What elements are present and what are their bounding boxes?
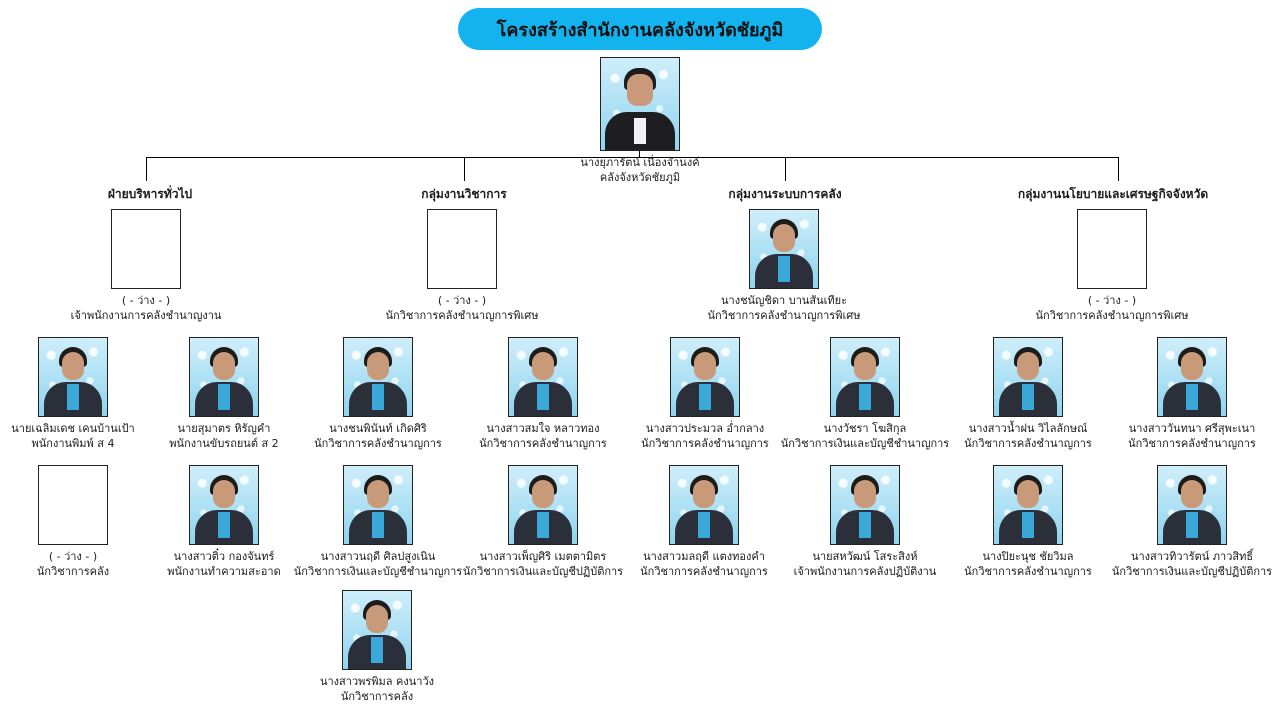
member-card: นางสาวติ๋ว กองจันทร์ พนักงานทำความสะอาด [134,465,314,579]
group-heading-policy: กลุ่มงานนโยบายและเศรษฐกิจจังหวัด [1017,187,1209,201]
member-name: นายสหวัฒน์ โสระสิงห์ [812,550,918,563]
member-card: นางสาววันทนา ศรีสุพะเนา นักวิชาการคลังชำ… [1102,337,1280,451]
member-card: นางสาวมลฤดี แตงทองคำ นักวิชาการคลังชำนาญ… [614,465,794,579]
member-position: นักวิชาการคลังชำนาญการ [640,565,768,578]
connector-group-3 [785,157,786,181]
member-position: นักวิชาการคลังชำนาญการ [1128,437,1256,450]
member-photo [189,337,259,417]
lead-card-academic: ( - ว่าง - ) นักวิชาการคลังชำนาญการพิเศษ [372,209,552,323]
vacant-photo [427,209,497,289]
member-name: นางสาวน้ำฝน วิไลลักษณ์ [968,422,1088,435]
member-photo [1157,337,1227,417]
member-card: นางสาวประมวล อ่ำกลาง นักวิชาการคลังชำนาญ… [615,337,795,451]
member-photo [669,465,739,545]
member-card: นางสาวทิวารัตน์ ภาวสิทธิ์ นักวิชาการเงิน… [1102,465,1280,579]
member-position: นักวิชาการคลังชำนาญการ [964,565,1092,578]
member-position: นักวิชาการคลังชำนาญการ [641,437,769,450]
member-position: นักวิชาการคลังชำนาญการ [314,437,442,450]
member-position: นักวิชาการคลังชำนาญการ [964,437,1092,450]
group-heading-admin: ฝ่ายบริหารทั่วไป [107,187,193,201]
member-position: นักวิชาการเงินและบัญชีชำนาญการ [293,565,463,578]
member-position: นักวิชาการเงินและบัญชีปฏิบัติการ [462,565,624,578]
member-photo [670,337,740,417]
lead-position: นักวิชาการคลังชำนาญการพิเศษ [385,309,539,322]
lead-name: ( - ว่าง - ) [121,294,171,307]
member-card: นางชนพินันท์ เกิดศิริ นักวิชาการคลังชำนา… [288,337,468,451]
member-position: พนักงานขับรถยนต์ ส 2 [169,437,279,450]
member-position: พนักงานทำความสะอาด [167,565,281,578]
member-name: นางสาวมลฤดี แตงทองคำ [643,550,765,563]
member-photo [508,337,578,417]
member-name: นางสาวติ๋ว กองจันทร์ [173,550,275,563]
connector-group-2 [464,157,465,181]
member-card: นางสาวสมใจ หลาวทอง นักวิชาการคลังชำนาญกา… [453,337,633,451]
member-card: นางวัชรา โฆสิกุล นักวิชาการเงินและบัญชีช… [775,337,955,451]
lead-card-policy: ( - ว่าง - ) นักวิชาการคลังชำนาญการพิเศษ [1022,209,1202,323]
lead-position: เจ้าพนักงานการคลังชำนาญงาน [70,309,222,322]
member-card: นายสหวัฒน์ โสระสิงห์ เจ้าพนักงานการคลังป… [775,465,955,579]
member-name: นางสาวประมวล อ่ำกลาง [645,422,765,435]
member-position: นักวิชาการคลัง [36,565,110,578]
connector-chief [639,151,640,158]
vacant-photo [1077,209,1147,289]
member-name: นางสาวนฤดี ศิลปสูงเนิน [320,550,436,563]
lead-name: นางชนัญชิดา บานสันเทียะ [721,294,847,307]
connector-group-4 [1118,157,1119,181]
member-position: พนักงานพิมพ์ ส 4 [31,437,115,450]
lead-name: ( - ว่าง - ) [1087,294,1137,307]
member-photo [343,337,413,417]
member-card: นางสาวน้ำฝน วิไลลักษณ์ นักวิชาการคลังชำน… [938,337,1118,451]
lead-position: นักวิชาการคลังชำนาญการพิเศษ [707,309,861,322]
member-position: เจ้าพนักงานการคลังปฏิบัติงาน [793,565,937,578]
member-name: นางสาวทิวารัตน์ ภาวสิทธิ์ [1130,550,1254,563]
lead-card-fiscal: นางชนัญชิดา บานสันเทียะ นักวิชาการคลังชำ… [694,209,874,323]
member-photo [508,465,578,545]
group-heading-academic: กลุ่มงานวิชาการ [421,187,507,201]
lead-card-admin: ( - ว่าง - ) เจ้าพนักงานการคลังชำนาญงาน [56,209,236,323]
member-position: นักวิชาการเงินและบัญชีปฏิบัติการ [1111,565,1273,578]
member-card: นางสาวนฤดี ศิลปสูงเนิน นักวิชาการเงินและ… [288,465,468,579]
member-name: นางสาวพรพิมล คงนาวัง [319,675,434,688]
member-photo [993,337,1063,417]
lead-position: นักวิชาการคลังชำนาญการพิเศษ [1035,309,1189,322]
member-card: นางสาวพรพิมล คงนาวัง นักวิชาการคลัง [287,590,467,704]
member-photo [830,337,900,417]
member-photo [189,465,259,545]
member-photo [1157,465,1227,545]
member-position: นักวิชาการเงินและบัญชีชำนาญการ [780,437,950,450]
member-photo [342,590,412,670]
member-name: นางวัชรา โฆสิกุล [823,422,907,435]
member-card: นางปิยะนุช ชัยวิมล นักวิชาการคลังชำนาญกา… [938,465,1118,579]
lead-name: ( - ว่าง - ) [437,294,487,307]
chart-title: โครงสร้างสำนักงานคลังจังหวัดชัยภูมิ [458,8,822,50]
member-name: นายเฉลิมเดช เคนบ้านเป้า [11,422,135,435]
vacant-photo [38,465,108,545]
group-heading-fiscal: กลุ่มงานระบบการคลัง [728,187,842,201]
connector-group-1 [146,157,147,181]
member-photo [830,465,900,545]
connector-horizontal [146,157,1119,158]
member-card: นายสุมาตร หิรัญคำ พนักงานขับรถยนต์ ส 2 [134,337,314,451]
vacant-photo [111,209,181,289]
member-name: นางสาววันทนา ศรีสุพะเนา [1128,422,1256,435]
member-photo [993,465,1063,545]
chief-photo [600,57,680,151]
member-card: นายเฉลิมเดช เคนบ้านเป้า พนักงานพิมพ์ ส 4 [0,337,163,451]
member-name: นางสาวเพ็ญศิริ เมตตามิตร [479,550,607,563]
member-name: ( - ว่าง - ) [48,550,98,563]
member-name: นางสาวสมใจ หลาวทอง [486,422,600,435]
member-card: ( - ว่าง - ) นักวิชาการคลัง [0,465,163,579]
member-position: นักวิชาการคลัง [340,690,414,703]
chief-card: นางยุภารัตน์ เนื่องจำนงค์ คลังจังหวัดชัย… [550,57,730,185]
member-photo [343,465,413,545]
member-photo [38,337,108,417]
member-position: นักวิชาการคลังชำนาญการ [479,437,607,450]
lead-photo [749,209,819,289]
chief-position: คลังจังหวัดชัยภูมิ [599,171,681,184]
member-name: นางปิยะนุช ชัยวิมล [982,550,1074,563]
member-name: นายสุมาตร หิรัญคำ [177,422,271,435]
member-card: นางสาวเพ็ญศิริ เมตตามิตร นักวิชาการเงินแ… [453,465,633,579]
chief-name: นางยุภารัตน์ เนื่องจำนงค์ [580,156,700,169]
member-name: นางชนพินันท์ เกิดศิริ [329,422,427,435]
